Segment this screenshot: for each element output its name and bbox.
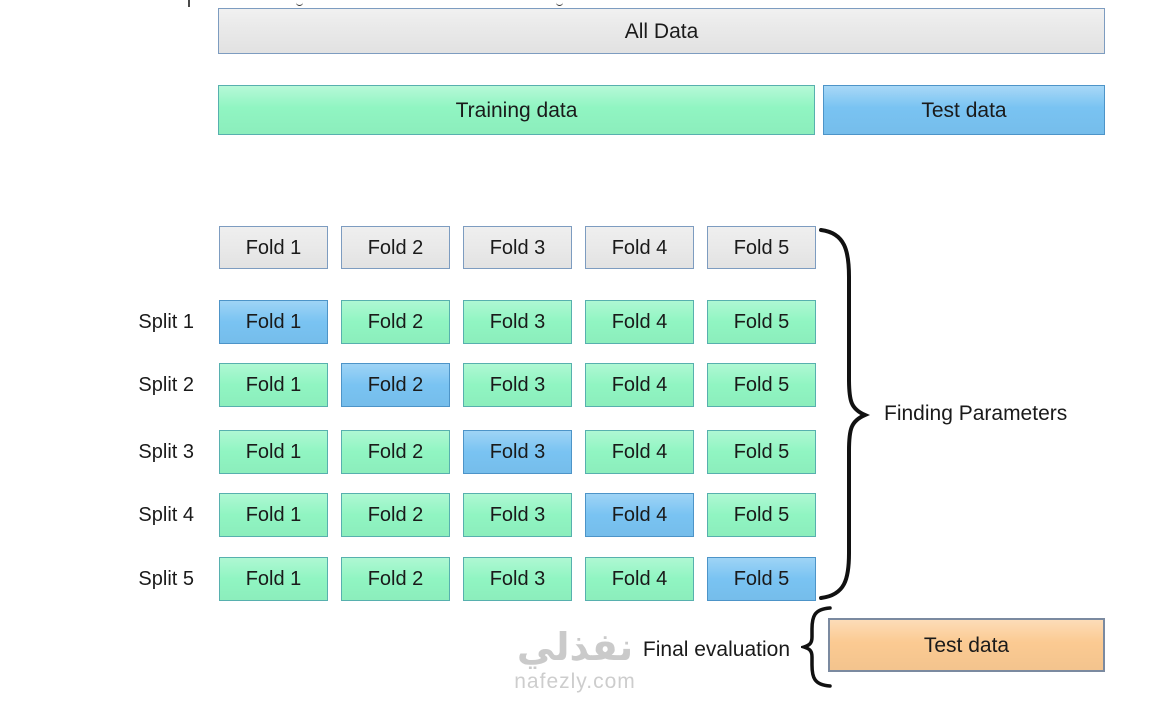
- fold-header-cell: Fold 4: [585, 226, 694, 269]
- fold-cell: Fold 1: [219, 363, 328, 407]
- all-data-label: All Data: [624, 19, 699, 43]
- test-fold-cell: Fold 4: [585, 493, 694, 537]
- fold-cell: Fold 5: [707, 363, 816, 407]
- training-data-bar: Training data: [218, 85, 815, 135]
- final-test-data-box: Test data: [828, 618, 1105, 672]
- fold-header-cell: Fold 5: [707, 226, 816, 269]
- split-row-label: Split 3: [138, 441, 194, 463]
- fold-cell: Fold 5: [707, 430, 816, 474]
- fold-cell: Fold 2: [341, 493, 450, 537]
- fold-cell: Fold 3: [463, 300, 572, 344]
- fold-cell: Fold 4: [585, 300, 694, 344]
- test-fold-cell: Fold 1: [219, 300, 328, 344]
- fold-cell: Fold 2: [341, 557, 450, 601]
- test-data-label: Test data: [921, 98, 1007, 122]
- split-row-label: Split 1: [138, 311, 194, 333]
- fold-cell: Fold 1: [219, 493, 328, 537]
- fold-cell: Fold 1: [219, 557, 328, 601]
- finding-parameters-label: Finding Parameters: [884, 402, 1068, 425]
- fold-cell: Fold 4: [585, 430, 694, 474]
- fold-cell: Fold 3: [463, 557, 572, 601]
- split-row-label: Split 2: [138, 374, 194, 396]
- fold-cell: Fold 3: [463, 493, 572, 537]
- cropped-text-fragment: [556, 0, 563, 6]
- split-row-label: Split 5: [138, 568, 194, 590]
- cropped-text-fragment: [188, 0, 190, 7]
- fold-cell: Fold 4: [585, 557, 694, 601]
- test-data-bar: Test data: [823, 85, 1105, 135]
- training-data-label: Training data: [455, 98, 578, 122]
- cropped-text-fragment: [296, 0, 303, 6]
- fold-cell: Fold 1: [219, 430, 328, 474]
- final-evaluation-label: Final evaluation: [642, 638, 790, 661]
- final-evaluation-brace: [801, 606, 832, 688]
- fold-cell: Fold 3: [463, 363, 572, 407]
- fold-header-cell: Fold 3: [463, 226, 572, 269]
- fold-header-cell: Fold 2: [341, 226, 450, 269]
- test-fold-cell: Fold 5: [707, 557, 816, 601]
- all-data-bar: All Data: [218, 8, 1105, 54]
- fold-cell: Fold 5: [707, 300, 816, 344]
- final-test-data-label: Test data: [923, 633, 1010, 657]
- fold-header-cell: Fold 1: [219, 226, 328, 269]
- test-fold-cell: Fold 3: [463, 430, 572, 474]
- split-row-label: Split 4: [138, 504, 194, 526]
- fold-cell: Fold 4: [585, 363, 694, 407]
- watermark-domain: nafezly.com: [514, 670, 636, 693]
- test-fold-cell: Fold 2: [341, 363, 450, 407]
- fold-cell: Fold 5: [707, 493, 816, 537]
- fold-cell: Fold 2: [341, 300, 450, 344]
- finding-parameters-brace: [819, 228, 870, 600]
- fold-cell: Fold 2: [341, 430, 450, 474]
